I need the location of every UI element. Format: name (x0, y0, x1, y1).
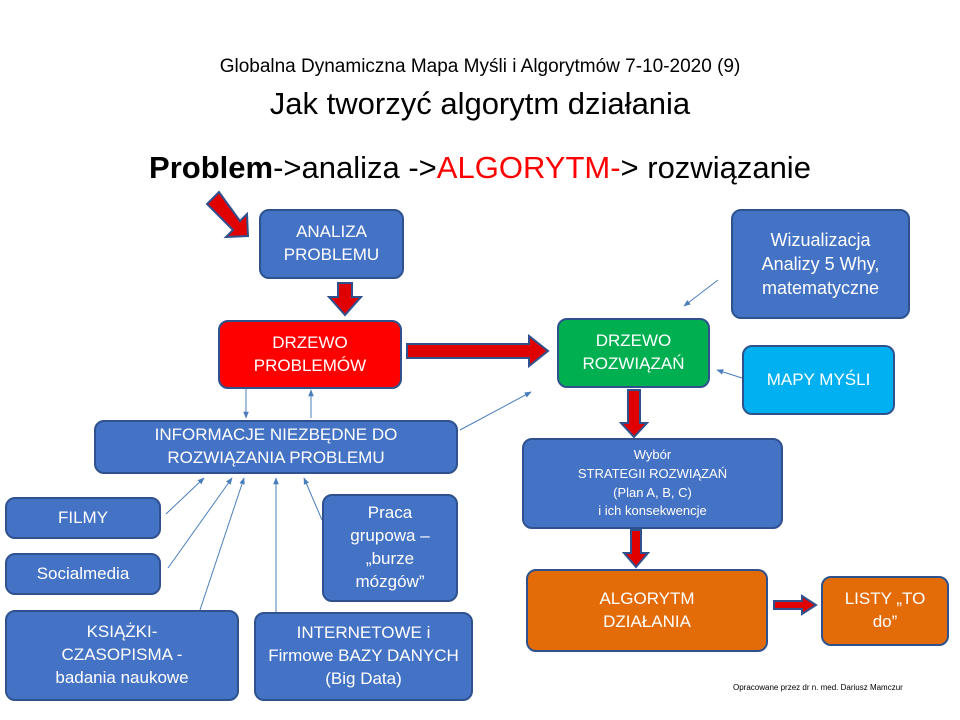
connector-ksiazki-to-informacje (199, 477, 245, 611)
diagram-subtitle: Globalna Dynamiczna Mapa Myśli i Algoryt… (219, 56, 741, 77)
node-algorytm-dzialania: ALGORYTM DZIAŁANIA (526, 569, 768, 652)
arrow-problemy-to-rozwiazania (406, 333, 550, 369)
node-socialmedia-label: Socialmedia (36, 563, 130, 583)
node-listy-label: LISTY „TO do” (844, 589, 926, 631)
connector-wizualizacja-to-rozwiazania (683, 279, 719, 307)
diagram-title: Jak tworzyć algorytm działania (269, 86, 691, 121)
node-praca-grupowa: Praca grupowa – „burze mózgów” (322, 494, 458, 602)
node-praca-label: Praca grupowa – „burze mózgów” (350, 503, 430, 591)
node-informacje-label: INFORMACJE NIEZBĘDNE DO ROZWIĄZANIA PROB… (154, 425, 398, 467)
node-drzewo-problemow-label: DRZEWO PROBLEMÓW (253, 332, 367, 375)
flow-analiza: ->analiza -> (273, 150, 437, 185)
connector-mapy-to-rozwiazania (716, 369, 743, 379)
node-ksiazki-label: KSIĄŻKI-CZASOPISMA - badania naukowe (55, 622, 189, 687)
flow-algorytm: ALGORYTM- (436, 150, 621, 185)
node-wybor-line-1: Wybór (633, 446, 672, 462)
node-wizualizacja-label: Wizualizacja Analizy 5 Why, matematyczne (761, 229, 880, 299)
connector-praca-to-informacje (303, 477, 323, 521)
arrow-analiza-to-drzewo (326, 282, 364, 317)
author-note: Opracowane przez dr n. med. Dariusz Mamc… (733, 683, 903, 692)
node-wizualizacja: Wizualizacja Analizy 5 Why, matematyczne (731, 209, 910, 319)
node-analiza-problemu: ANALIZA PROBLEMU (259, 209, 404, 279)
connector-filmy-to-informacje (165, 477, 205, 515)
node-listy-to-do: LISTY „TO do” (821, 576, 949, 646)
node-drzewo-rozwiazan: DRZEWO ROZWIĄZAŃ (557, 318, 710, 388)
node-filmy-label: FILMY (57, 507, 109, 527)
node-internetowe: INTERNETOWE i Firmowe BAZY DANYCH (Big D… (254, 612, 473, 701)
arrow-problem-to-analiza (205, 190, 250, 239)
node-mapy-mysli: MAPY MYŚLI (742, 345, 895, 415)
arrow-wybor-to-algorytm (621, 529, 651, 569)
node-internetowe-label: INTERNETOWE i Firmowe BAZY DANYCH (Big D… (268, 623, 459, 688)
connector-socialmedia-to-informacje (167, 477, 233, 569)
node-ksiazki: KSIĄŻKI-CZASOPISMA - badania naukowe (5, 610, 239, 701)
arrow-rozwiazania-to-wybor (618, 389, 650, 439)
node-analiza-label: ANALIZA PROBLEMU (283, 222, 380, 264)
flow-problem: Problem (149, 150, 274, 185)
node-filmy: FILMY (5, 497, 161, 539)
node-algorytm-label: ALGORYTM DZIAŁANIA (599, 588, 695, 631)
node-drzewo-problemow: DRZEWO PROBLEMÓW (218, 320, 402, 389)
arrow-algorytm-to-listy (773, 594, 818, 616)
node-mapy-label: MAPY MYŚLI (766, 369, 871, 389)
flow-rozwiazanie: > rozwiązanie (620, 150, 811, 185)
node-wybor-line-2: STRATEGII ROZWIĄZAŃ (577, 465, 728, 481)
node-informacje: INFORMACJE NIEZBĘDNE DO ROZWIĄZANIA PROB… (94, 420, 458, 474)
node-socialmedia: Socialmedia (5, 553, 161, 595)
node-wybor-strategii: Wybór STRATEGII ROZWIĄZAŃ (Plan A, B, C)… (522, 438, 783, 529)
node-wybor-line-4: i ich konsekwencje (598, 503, 707, 519)
process-flow-heading: Problem->analiza ->ALGORYTM-> rozwiązani… (0, 150, 960, 186)
node-wybor-line-3: (Plan A, B, C) (613, 484, 692, 500)
node-drzewo-rozwiazan-label: DRZEWO ROZWIĄZAŃ (582, 331, 685, 373)
connector-informacje-to-rozwiazania (459, 391, 532, 431)
